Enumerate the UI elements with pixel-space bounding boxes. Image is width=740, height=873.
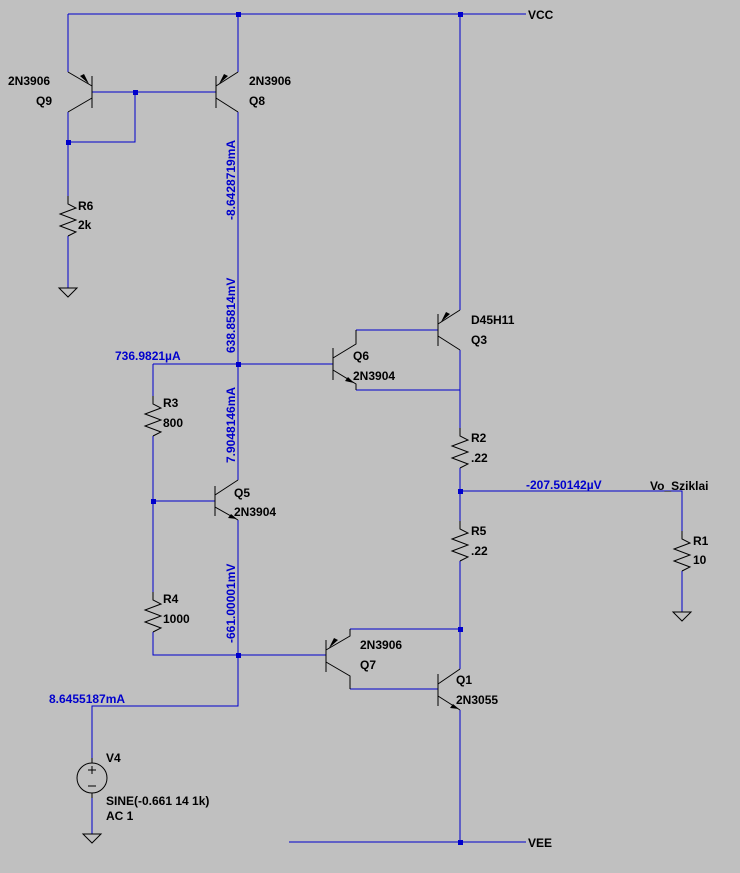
wires: [67, 13, 683, 843]
q3-model: D45H11: [471, 313, 515, 327]
resistor-r4[interactable]: [143, 592, 163, 633]
r3-value: 800: [163, 416, 183, 430]
q7-ref: Q7: [360, 658, 376, 672]
transistor-q7[interactable]: [325, 629, 351, 689]
transistor-q8[interactable]: [215, 71, 239, 113]
q3-ref: Q3: [471, 333, 487, 347]
resistor-r1[interactable]: [672, 531, 692, 572]
ground-r6: [57, 287, 79, 298]
r3-ref: R3: [163, 396, 179, 410]
r6-ref: R6: [78, 199, 94, 213]
r5-value: .22: [471, 544, 488, 558]
net-label-vee: VEE: [528, 836, 552, 850]
r6-value: 2k: [78, 218, 92, 232]
annotation-node-voltage-bottom: -661.00001mV: [224, 564, 238, 643]
v4-ac: AC 1: [106, 809, 134, 823]
r2-value: .22: [471, 451, 488, 465]
q6-ref: Q6: [353, 349, 369, 363]
v4-spec: SINE(-0.661 14 1k): [106, 794, 209, 808]
q6-model: 2N3904: [353, 369, 395, 383]
v4-ref: V4: [106, 751, 121, 765]
annotation-q5-current: 7.9048146mA: [224, 387, 238, 463]
r1-ref: R1: [693, 534, 709, 548]
annotation-q8-current: -8.6428719mA: [224, 140, 238, 220]
voltage-source-v4[interactable]: [76, 758, 108, 798]
net-label-vo: Vo_Sziklai: [650, 479, 708, 493]
q9-model: 2N3906: [8, 74, 50, 88]
ground-v4: [81, 798, 103, 844]
transistor-q9[interactable]: [67, 71, 93, 113]
net-label-vcc: VCC: [528, 8, 554, 22]
r4-ref: R4: [163, 592, 179, 606]
resistor-r3[interactable]: [143, 396, 163, 437]
annotation-vo-voltage: -207.50142µV: [526, 478, 602, 492]
annotation-source-current: 8.6455187mA: [49, 692, 125, 706]
q5-model: 2N3904: [234, 505, 276, 519]
transistor-q3[interactable]: [437, 309, 461, 351]
q1-model: 2N3055: [456, 693, 498, 707]
q7-model: 2N3906: [360, 638, 402, 652]
resistor-r2[interactable]: [450, 428, 470, 469]
r4-value: 1000: [163, 612, 190, 626]
q5-ref: Q5: [234, 486, 250, 500]
q8-model: 2N3906: [249, 74, 291, 88]
junction-dots: [66, 12, 463, 845]
q9-ref: Q9: [36, 94, 52, 108]
r2-ref: R2: [471, 431, 487, 445]
transistor-q6[interactable]: [332, 330, 357, 390]
resistor-r5[interactable]: [450, 521, 470, 562]
transistor-q1[interactable]: [437, 668, 461, 711]
resistor-r6[interactable]: [58, 196, 78, 237]
annotation-r3-current: 736.9821µA: [115, 349, 181, 363]
ground-r1: [671, 611, 693, 622]
r1-value: 10: [693, 553, 707, 567]
annotation-node-voltage-top: 638.85814mV: [224, 278, 238, 353]
transistor-q5[interactable]: [214, 479, 239, 521]
q8-ref: Q8: [249, 94, 265, 108]
q1-ref: Q1: [456, 673, 472, 687]
r5-ref: R5: [471, 524, 487, 538]
